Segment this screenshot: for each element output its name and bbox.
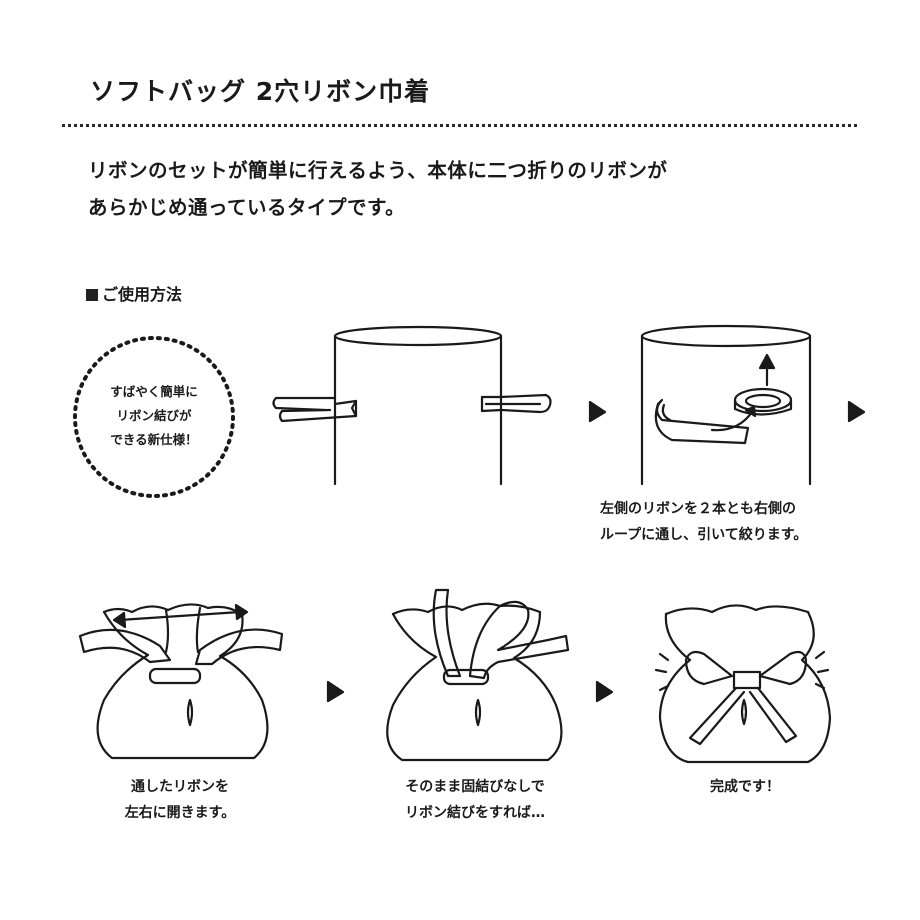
- dotted-divider: [62, 124, 857, 127]
- caption-step-3: 通したリボンを 左右に開きます。: [90, 774, 270, 826]
- caption-step-4: そのまま固結びなしで リボン結びをすれば…: [370, 774, 580, 826]
- usage-heading-text: ご使用方法: [102, 285, 183, 304]
- caption-step-3-line-1: 通したリボンを: [131, 779, 229, 795]
- caption-step-2-line-2: ループに通し、引いて絞ります。: [600, 527, 808, 543]
- description: リボンのセットが簡単に行えるよう、本体に二つ折りのリボンが あらかじめ通っている…: [88, 152, 667, 226]
- badge-line-3: できる新仕様！: [110, 432, 198, 447]
- bag-step-1: [272, 325, 552, 486]
- square-bullet-icon: [86, 289, 98, 301]
- caption-step-4-line-1: そのまま固結びなしで: [405, 779, 545, 795]
- arrow-right-icon: [595, 680, 614, 703]
- badge-text: すばやく簡単に リボン結びが できる新仕様！: [70, 380, 238, 452]
- caption-step-5: 完成です！: [670, 774, 820, 800]
- description-line-1: リボンのセットが簡単に行えるよう、本体に二つ折りのリボンが: [88, 159, 668, 182]
- caption-step-4-line-2: リボン結びをすれば…: [405, 805, 545, 821]
- caption-step-2-line-1: 左側のリボンを２本とも右側の: [600, 501, 796, 517]
- bag-step-2: [640, 324, 812, 486]
- badge-line-2: リボン結びが: [116, 408, 192, 423]
- bag-step-4: [386, 588, 570, 762]
- usage-heading: ご使用方法: [86, 281, 182, 305]
- caption-step-5-line-1: 完成です！: [710, 779, 780, 795]
- caption-step-2: 左側のリボンを２本とも右側の ループに通し、引いて絞ります。: [600, 496, 870, 548]
- page-title: ソフトバッグ 2穴リボン巾着: [90, 77, 431, 106]
- bag-step-5: [654, 604, 832, 764]
- arrow-right-icon: [588, 400, 607, 423]
- caption-step-3-line-2: 左右に開きます。: [124, 805, 236, 821]
- badge-line-1: すばやく簡単に: [110, 384, 198, 399]
- dotted-circle-badge: [73, 336, 235, 498]
- bag-step-3: [78, 603, 284, 760]
- arrow-right-icon: [847, 400, 866, 423]
- description-line-2: あらかじめ通っているタイプです。: [88, 196, 406, 219]
- arrow-right-icon: [326, 680, 345, 703]
